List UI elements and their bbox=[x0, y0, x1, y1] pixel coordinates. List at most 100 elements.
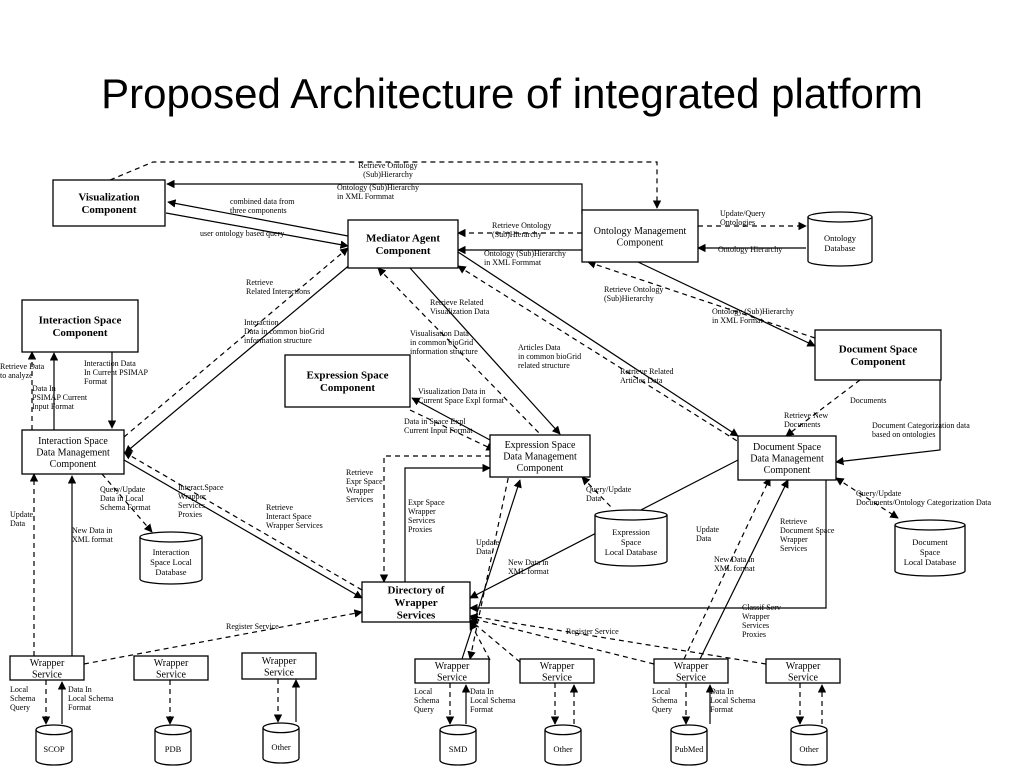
node-label: Space bbox=[621, 537, 642, 547]
node-label: Component bbox=[850, 356, 905, 368]
database-cylinder-icon bbox=[670, 729, 708, 766]
node-label: Other bbox=[271, 742, 291, 752]
node-label: Component bbox=[50, 459, 97, 470]
node-label: Wrapper bbox=[154, 658, 189, 669]
edge-label: related structure bbox=[518, 361, 570, 370]
database-cylinder-top bbox=[894, 519, 966, 531]
edge-label: XML format bbox=[714, 564, 756, 573]
edge-label: in common bioGrid bbox=[518, 352, 581, 361]
edge-label: Interact Space bbox=[266, 512, 312, 521]
node-label: Interaction Space bbox=[39, 315, 122, 327]
node-box bbox=[489, 434, 591, 478]
node-box bbox=[21, 299, 139, 353]
edge-label: Classif Serv bbox=[742, 603, 781, 612]
connector-arrow bbox=[123, 247, 349, 438]
node-label: Wrapper bbox=[30, 658, 65, 669]
edge-label: user ontology based query bbox=[200, 229, 284, 238]
edge-label: Document Categorization data bbox=[872, 421, 970, 430]
edge-label: Schema bbox=[414, 696, 440, 705]
connector-arrow bbox=[83, 609, 363, 665]
node-box bbox=[241, 652, 317, 680]
edge-label: Current Space Expl format bbox=[418, 396, 505, 405]
database-cylinder-top bbox=[35, 724, 73, 736]
connector-arrow bbox=[467, 459, 513, 660]
edge-label: Wrapper bbox=[408, 507, 436, 516]
node-label: Space bbox=[920, 547, 941, 557]
edge-label: PSIMAP Current bbox=[32, 393, 88, 402]
edge-label: Local Schema bbox=[470, 696, 516, 705]
edge-label: Query/Update bbox=[586, 485, 632, 494]
node-box bbox=[414, 658, 490, 684]
node-label: Wrapper bbox=[394, 597, 437, 609]
database-cylinder-icon bbox=[894, 525, 966, 577]
database-cylinder-icon bbox=[790, 729, 828, 766]
edge-label: Wrapper bbox=[178, 492, 206, 501]
database-cylinder-top bbox=[807, 211, 873, 223]
connector-arrow bbox=[637, 261, 816, 347]
edge-label: Update bbox=[10, 510, 34, 519]
connector-arrow bbox=[469, 621, 491, 661]
node-db-pdb: PDB bbox=[154, 724, 192, 766]
node-label: Component bbox=[517, 463, 564, 474]
node-label: Wrapper bbox=[435, 661, 470, 672]
page-title: Proposed Architecture of integrated plat… bbox=[101, 70, 923, 117]
edge-label: Services bbox=[408, 516, 435, 525]
node-label: Data Management bbox=[503, 452, 577, 463]
edge-label: combined data from bbox=[230, 197, 295, 206]
edge-label: Articles Data bbox=[518, 343, 561, 352]
edge-label: Format bbox=[68, 703, 92, 712]
connector-arrow bbox=[469, 613, 767, 665]
edge-label: Ontologies bbox=[720, 218, 755, 227]
edge-label: Retrieve Ontology bbox=[358, 161, 417, 170]
connector-arrow bbox=[581, 476, 613, 509]
edge-label: Local bbox=[414, 687, 433, 696]
node-label: Service bbox=[788, 672, 819, 683]
edge-label: Schema Format bbox=[100, 503, 151, 512]
edge-label: Proxies bbox=[178, 510, 202, 519]
node-label: Document bbox=[912, 537, 948, 547]
node-box bbox=[814, 329, 942, 381]
database-cylinder-icon bbox=[439, 729, 477, 766]
edge-label: XML format bbox=[508, 567, 550, 576]
database-cylinder-icon bbox=[35, 729, 73, 766]
edge-label: Data bbox=[10, 519, 26, 528]
node-box bbox=[765, 658, 841, 684]
connector-arrow bbox=[166, 179, 583, 214]
edge-label: Visualisation Data bbox=[410, 329, 469, 338]
edge-label: Retrieve Related bbox=[620, 367, 674, 376]
edge-label: in XML Formmat bbox=[484, 258, 542, 267]
edge-label: Interact.Space bbox=[178, 483, 224, 492]
node-label: Wrapper bbox=[674, 661, 709, 672]
node-box bbox=[519, 658, 595, 684]
edge-label: Query/Update bbox=[856, 489, 902, 498]
node-label: Data Management bbox=[750, 454, 824, 465]
edge-label: information structure bbox=[244, 336, 312, 345]
edge-label: Schema bbox=[652, 696, 678, 705]
edge-label: Retrieve New bbox=[784, 411, 828, 420]
edge-label: Format bbox=[470, 705, 494, 714]
edge-label: Expr Space bbox=[408, 498, 445, 507]
connector-arrow bbox=[101, 473, 153, 533]
edge-label: Local bbox=[10, 685, 29, 694]
node-db-pubmed: PubMed bbox=[670, 724, 708, 766]
node-label: Mediator Agent bbox=[366, 233, 440, 245]
connector-arrow bbox=[409, 409, 495, 451]
node-label: Service bbox=[437, 672, 468, 683]
edge-label: Expr Space bbox=[346, 477, 383, 486]
edge-label: Ontology (Sub)Hierarchy bbox=[337, 183, 419, 192]
node-label: Component bbox=[81, 204, 136, 216]
edge-label: to analyze bbox=[0, 371, 33, 380]
edge-label: Data in Local bbox=[100, 494, 144, 503]
database-cylinder-top bbox=[139, 531, 203, 543]
edge-label: Retrieve bbox=[246, 278, 274, 287]
node-label: Space Local bbox=[150, 557, 192, 567]
